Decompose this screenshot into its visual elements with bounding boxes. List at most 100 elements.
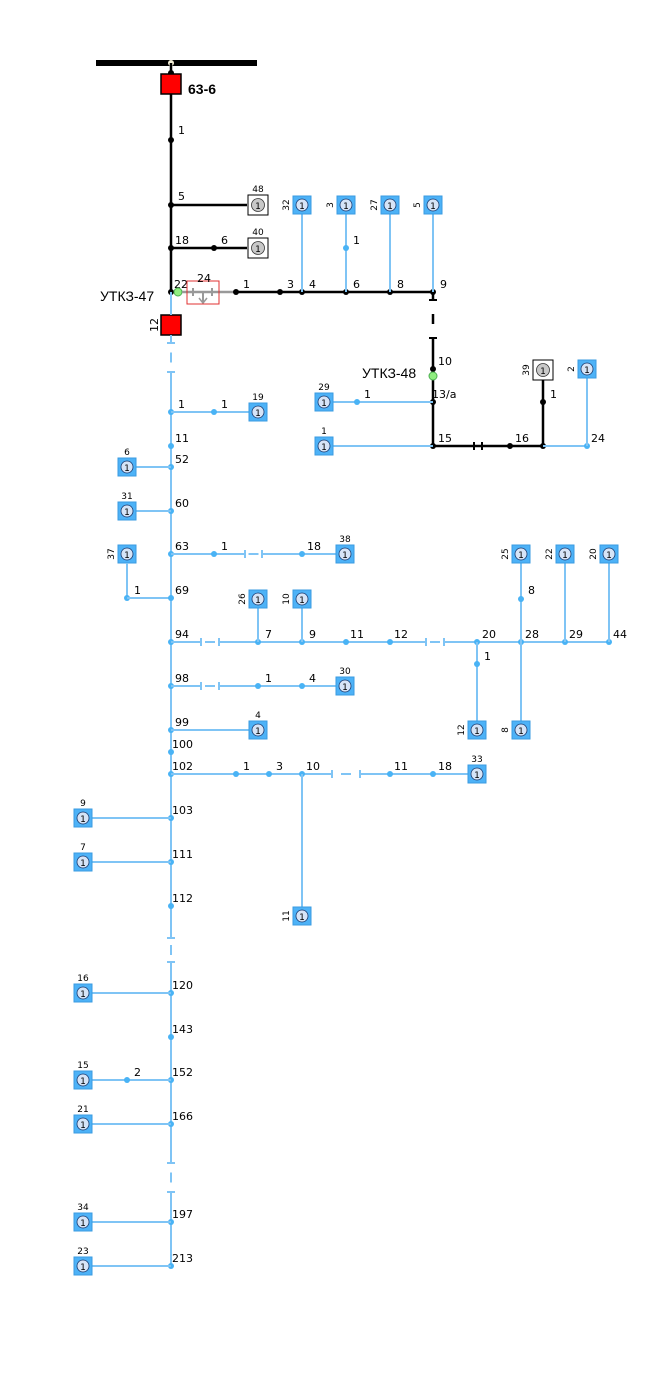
node-dot[interactable] xyxy=(430,366,436,372)
meter-meter48[interactable]: 148 xyxy=(247,185,269,216)
disconnector-switch[interactable] xyxy=(182,280,235,305)
consumer-c11[interactable]: 111 xyxy=(282,906,312,926)
recloser-47-breaker[interactable] xyxy=(160,314,182,336)
line-break-symbol[interactable] xyxy=(324,770,368,778)
consumer-c32[interactable]: 1 32 xyxy=(282,195,312,215)
consumer-number: 4 xyxy=(255,711,261,721)
consumer-c29[interactable]: 129 xyxy=(314,383,334,412)
node-dot[interactable] xyxy=(211,245,217,251)
node-label: 6 xyxy=(221,234,228,247)
node-label: 120 xyxy=(172,979,193,992)
consumer-c1[interactable]: 11 xyxy=(314,427,334,456)
node-label: 11 xyxy=(394,760,408,773)
line-break-symbol[interactable] xyxy=(466,442,490,450)
recloser-48-indicator[interactable] xyxy=(428,371,438,381)
node-dot[interactable] xyxy=(168,903,174,909)
node-label: 166 xyxy=(172,1110,193,1123)
node-label: 18 xyxy=(307,540,321,553)
consumer-c19[interactable]: 119 xyxy=(248,393,268,422)
node-dot[interactable] xyxy=(168,749,174,755)
consumer-c26[interactable]: 126 xyxy=(238,589,268,609)
node-label: 12 xyxy=(394,628,408,641)
consumer-number: 22 xyxy=(545,548,555,559)
consumer-symbol: 1 xyxy=(255,596,261,606)
consumer-symbol: 1 xyxy=(80,1077,86,1087)
node-dot[interactable] xyxy=(387,771,393,777)
line-break-symbol[interactable] xyxy=(167,335,175,380)
consumer-c21[interactable]: 121 xyxy=(73,1105,93,1134)
node-dot[interactable] xyxy=(211,409,217,415)
meter-symbol: 1 xyxy=(540,367,546,377)
line-break-symbol[interactable] xyxy=(237,550,270,558)
node-label: 28 xyxy=(525,628,539,641)
consumer-c16[interactable]: 116 xyxy=(73,974,93,1003)
consumer-symbol: 1 xyxy=(299,202,305,212)
node-dot[interactable] xyxy=(233,771,239,777)
meter-circle-icon xyxy=(536,363,550,377)
substation-breaker[interactable] xyxy=(160,73,182,95)
node-dot[interactable] xyxy=(343,245,349,251)
consumer-c6[interactable]: 16 xyxy=(117,448,137,477)
node-dot[interactable] xyxy=(299,683,305,689)
consumer-c12[interactable]: 112 xyxy=(457,720,487,740)
node-label: 99 xyxy=(175,716,189,729)
consumer-c3[interactable]: 13 xyxy=(326,195,356,215)
line-break-symbol[interactable] xyxy=(167,1155,175,1200)
node-dot[interactable] xyxy=(124,1077,130,1083)
node-label: 1 xyxy=(484,650,491,663)
consumer-c4[interactable]: 14 xyxy=(248,711,268,740)
consumer-circle-icon xyxy=(120,504,134,518)
node-dot[interactable] xyxy=(168,443,174,449)
node-dot[interactable] xyxy=(168,595,174,601)
consumer-c2[interactable]: 12 xyxy=(567,359,597,379)
node-dot[interactable] xyxy=(474,661,480,667)
node-dot[interactable] xyxy=(211,551,217,557)
consumer-circle-icon xyxy=(295,592,309,606)
consumer-c31[interactable]: 131 xyxy=(117,492,137,521)
node-dot[interactable] xyxy=(387,639,393,645)
node-dot[interactable] xyxy=(168,137,174,143)
consumer-c37[interactable]: 137 xyxy=(107,544,137,564)
consumer-c38[interactable]: 138 xyxy=(335,535,355,564)
node-dot[interactable] xyxy=(354,399,360,405)
node-dot[interactable] xyxy=(343,639,349,645)
consumer-c34[interactable]: 134 xyxy=(73,1203,93,1232)
line-break-symbol[interactable] xyxy=(167,930,175,970)
consumer-c10[interactable]: 110 xyxy=(282,589,312,609)
consumer-c33[interactable]: 133 xyxy=(467,755,487,784)
consumer-circle-icon xyxy=(76,986,90,1000)
consumer-circle-icon xyxy=(338,679,352,693)
line-break-symbol[interactable] xyxy=(418,638,452,646)
consumer-c20[interactable]: 120 xyxy=(589,544,619,564)
meter-meter39[interactable]: 139 xyxy=(522,359,554,381)
consumer-c30[interactable]: 130 xyxy=(335,667,355,696)
consumer-c15[interactable]: 115 xyxy=(73,1061,93,1090)
node-label: 18 xyxy=(175,234,189,247)
node-dot[interactable] xyxy=(255,683,261,689)
node-dot[interactable] xyxy=(233,289,239,295)
node-dot[interactable] xyxy=(507,443,513,449)
node-dot[interactable] xyxy=(277,289,283,295)
consumer-c8[interactable]: 18 xyxy=(501,720,531,740)
node-dot[interactable] xyxy=(168,1034,174,1040)
meter-meter40[interactable]: 140 xyxy=(247,228,269,259)
consumer-number: 32 xyxy=(282,199,292,210)
recloser-47-indicator[interactable] xyxy=(173,287,183,297)
consumer-c23[interactable]: 123 xyxy=(73,1247,93,1276)
consumer-c9[interactable]: 19 xyxy=(73,799,93,828)
line-break-symbol[interactable] xyxy=(193,638,227,646)
consumer-c7[interactable]: 17 xyxy=(73,843,93,872)
node-dot[interactable] xyxy=(266,771,272,777)
node-dot[interactable] xyxy=(430,771,436,777)
line-break-symbol[interactable] xyxy=(193,682,227,690)
node-dot[interactable] xyxy=(518,596,524,602)
consumer-c22[interactable]: 122 xyxy=(545,544,575,564)
node-label: 10 xyxy=(438,355,452,368)
consumer-c27[interactable]: 127 xyxy=(370,195,400,215)
line-break-symbol[interactable] xyxy=(429,292,437,346)
node-dot[interactable] xyxy=(540,399,546,405)
node-dot[interactable] xyxy=(299,551,305,557)
consumer-c5[interactable]: 15 xyxy=(413,195,443,215)
consumer-c25[interactable]: 125 xyxy=(501,544,531,564)
consumer-symbol: 1 xyxy=(584,366,590,376)
